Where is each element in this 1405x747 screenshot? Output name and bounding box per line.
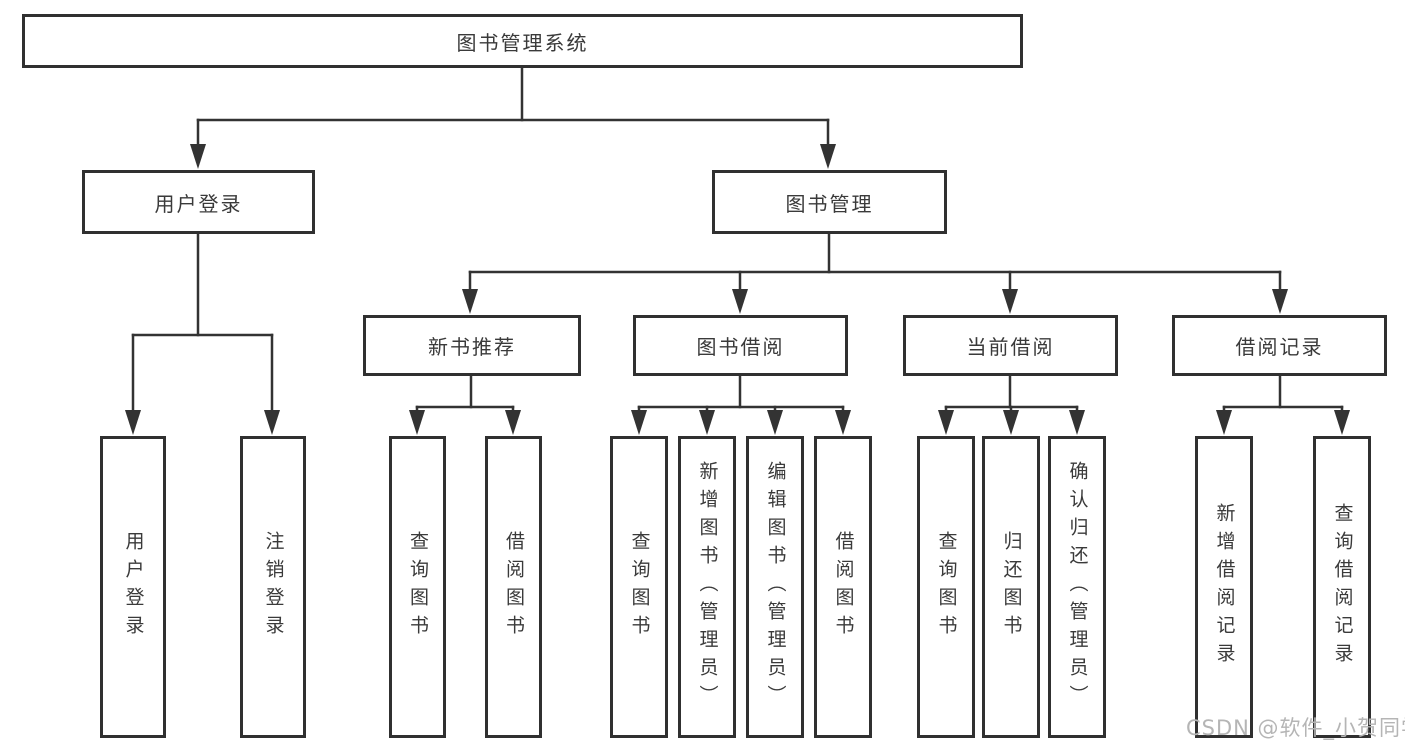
leaf-query-books-current: 查询图书: [917, 436, 975, 738]
node-book-management: 图书管理: [712, 170, 947, 234]
leaf-borrow-books-label: 借阅图书: [832, 531, 855, 643]
leaf-add-borrow-record: 新增借阅记录: [1195, 436, 1253, 738]
node-current-borrowing: 当前借阅: [903, 315, 1118, 376]
leaf-borrow-books: 借阅图书: [814, 436, 872, 738]
leaf-user-login: 用户登录: [100, 436, 166, 738]
leaf-query-books-borrowing-label: 查询图书: [628, 531, 651, 643]
leaf-borrow-books-recommend: 借阅图书: [485, 436, 542, 738]
leaf-query-books-borrowing: 查询图书: [610, 436, 668, 738]
leaf-user-login-label: 用户登录: [122, 531, 145, 643]
leaf-edit-books-admin: 编辑图书（管理员）: [746, 436, 804, 738]
node-new-book-recommend-label: 新书推荐: [428, 335, 516, 359]
leaf-edit-books-admin-label: 编辑图书（管理员）: [764, 461, 787, 713]
node-borrow-records: 借阅记录: [1172, 315, 1387, 376]
leaf-query-books-current-label: 查询图书: [935, 531, 958, 643]
node-root-label: 图书管理系统: [456, 30, 589, 55]
leaf-logout-label: 注销登录: [262, 531, 285, 643]
node-user-login: 用户登录: [82, 170, 315, 234]
node-root-system: 图书管理系统: [22, 14, 1023, 68]
leaf-query-books-recommend-label: 查询图书: [407, 531, 429, 643]
leaf-confirm-return-admin: 确认归还（管理员）: [1048, 436, 1106, 738]
leaf-query-books-recommend: 查询图书: [389, 436, 446, 738]
leaf-query-borrow-record-label: 查询借阅记录: [1331, 503, 1354, 671]
leaf-borrow-books-recommend-label: 借阅图书: [503, 531, 525, 643]
node-borrow-records-label: 借阅记录: [1235, 335, 1324, 359]
leaf-query-borrow-record: 查询借阅记录: [1313, 436, 1371, 738]
node-user-login-label: 用户登录: [154, 191, 243, 216]
leaf-confirm-return-admin-label: 确认归还（管理员）: [1066, 461, 1089, 713]
node-new-book-recommend: 新书推荐: [363, 315, 581, 376]
node-book-borrowing: 图书借阅: [633, 315, 848, 376]
leaf-return-books-label: 归还图书: [1000, 531, 1023, 643]
leaf-return-books: 归还图书: [982, 436, 1040, 738]
node-book-management-label: 图书管理: [785, 191, 874, 216]
watermark-text: CSDN @软件_小贺同学: [1186, 716, 1405, 740]
arrowheads: [125, 144, 1350, 435]
node-book-borrowing-label: 图书借阅: [696, 335, 785, 359]
leaf-logout: 注销登录: [240, 436, 306, 738]
leaf-add-borrow-record-label: 新增借阅记录: [1213, 503, 1236, 671]
node-current-borrowing-label: 当前借阅: [966, 335, 1055, 359]
leaf-add-books-admin: 新增图书（管理员）: [678, 436, 736, 738]
leaf-add-books-admin-label: 新增图书（管理员）: [696, 461, 719, 713]
